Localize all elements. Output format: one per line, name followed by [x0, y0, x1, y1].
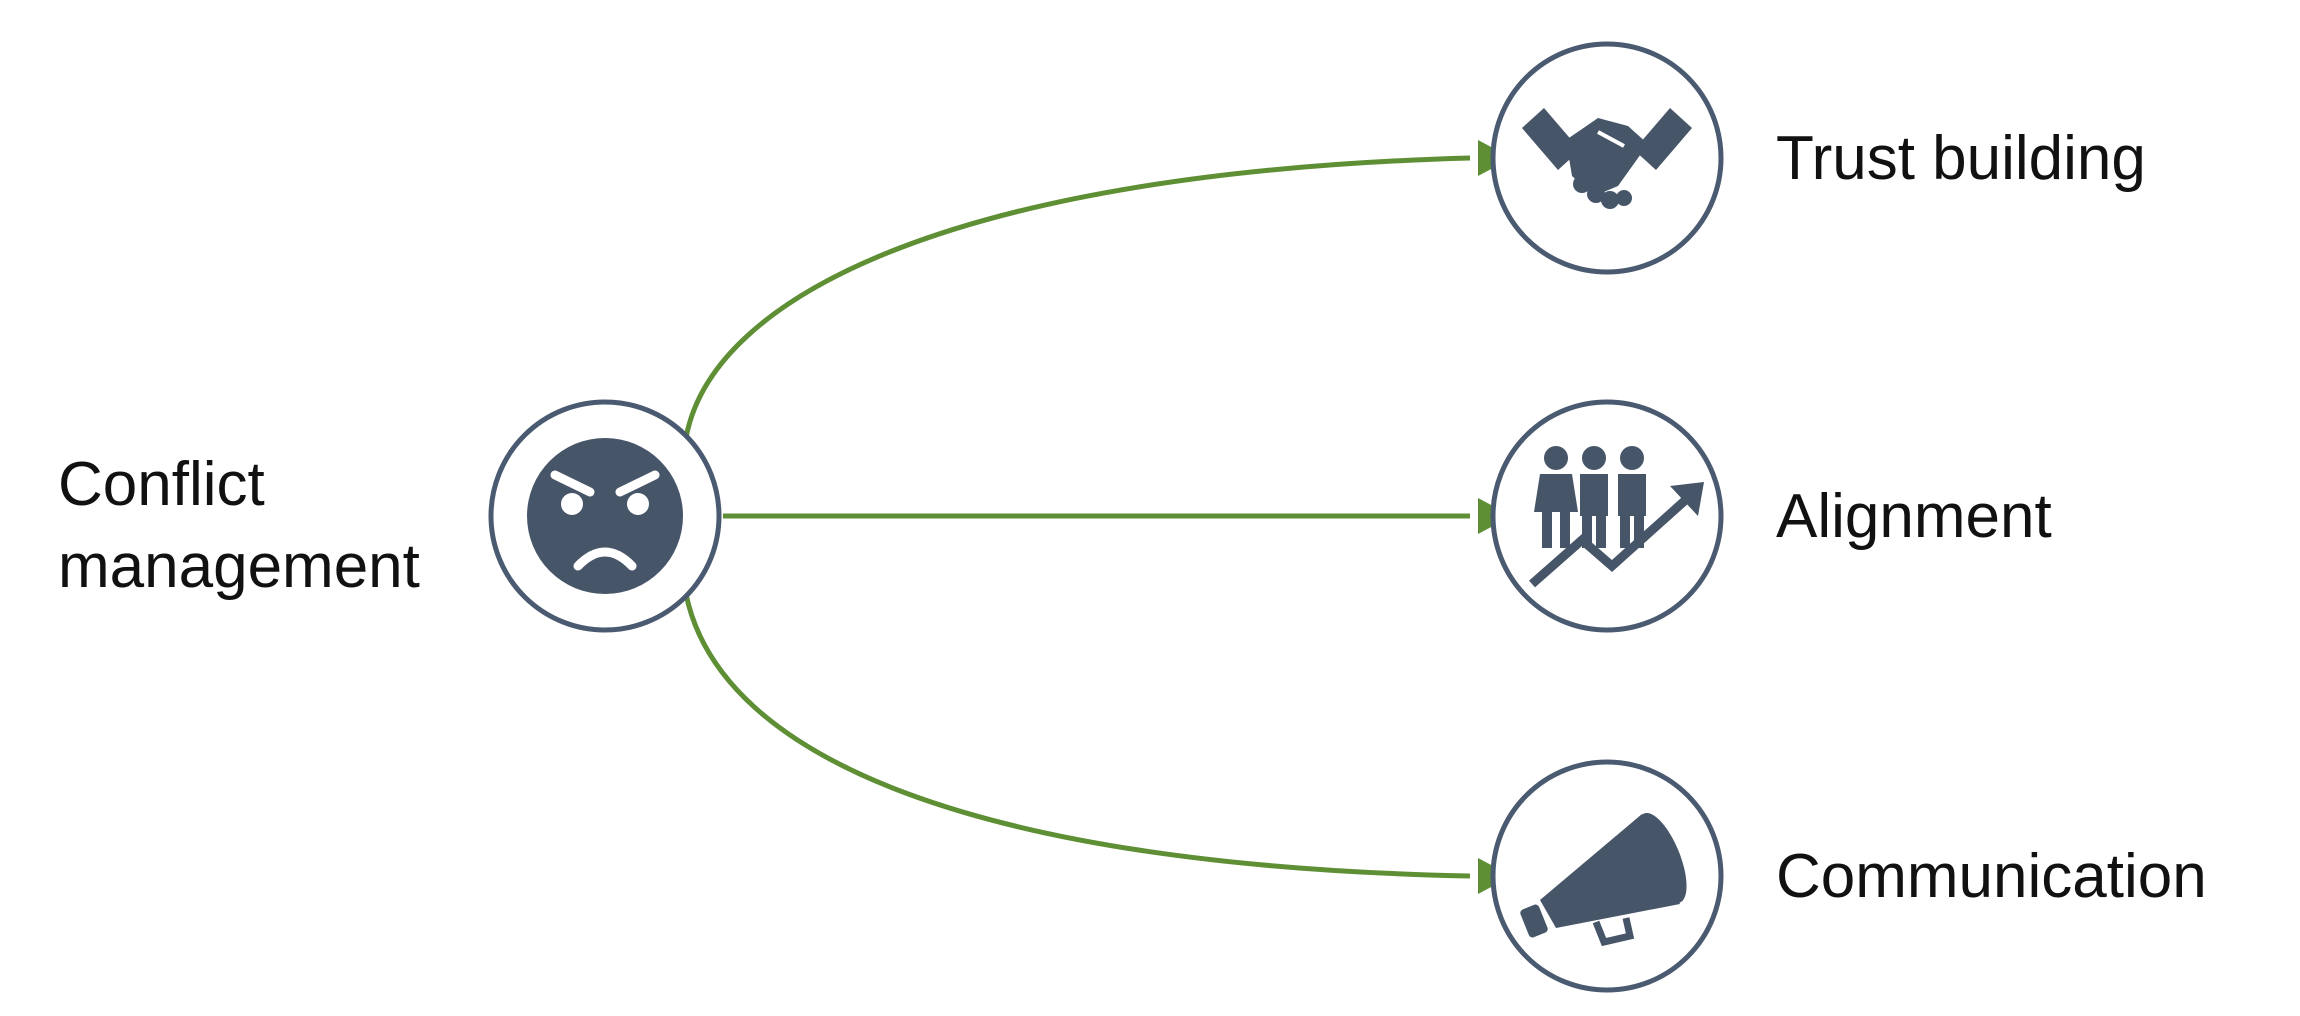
- team-growth-icon: [1534, 446, 1646, 548]
- connector-to-trust-building: [683, 155, 1471, 439]
- target-node-trust-building: [1490, 41, 1724, 275]
- target-label-alignment: Alignment: [1776, 482, 2052, 551]
- target-node-alignment: [1490, 399, 1724, 633]
- growth-arrow-line: [1529, 492, 1694, 588]
- source-label-line2: management: [58, 532, 420, 601]
- megaphone-icon: [1520, 812, 1687, 947]
- target-node-communication: [1490, 759, 1724, 993]
- connector-to-communication: [683, 593, 1471, 879]
- target-label-trust-building: Trust building: [1776, 124, 2146, 193]
- handshake-icon: [1522, 108, 1692, 209]
- source-node: [488, 399, 722, 633]
- source-label-line1: Conflict: [58, 450, 265, 519]
- target-label-communication: Communication: [1776, 842, 2207, 911]
- angry-face-icon: [527, 438, 683, 594]
- growth-arrow-head: [1670, 482, 1704, 516]
